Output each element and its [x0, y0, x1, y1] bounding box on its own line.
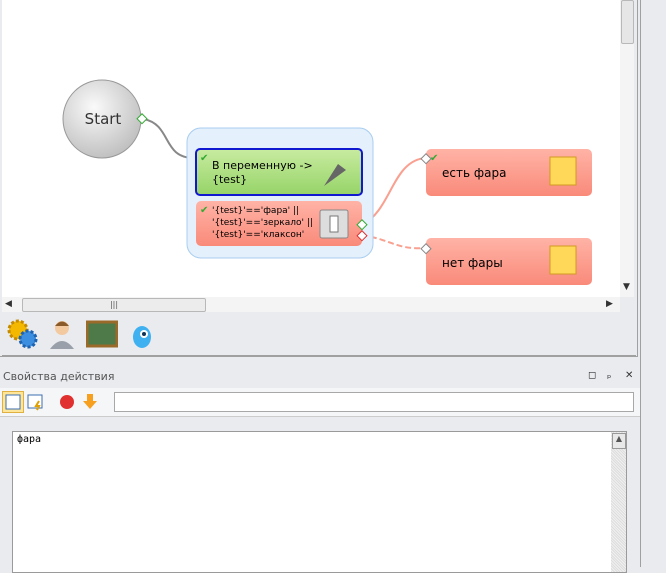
form-view-icon[interactable]: [27, 393, 45, 411]
horizontal-scrollbar[interactable]: ◀ ||| ▶: [2, 297, 620, 312]
scroll-left-button[interactable]: ◀: [5, 299, 12, 309]
stop-icon[interactable]: [59, 394, 75, 410]
note-icon: [549, 245, 577, 275]
scroll-down-button[interactable]: ▼: [623, 282, 630, 292]
user-icon[interactable]: [46, 317, 78, 349]
connector-start: [143, 118, 195, 159]
diagram-canvas[interactable]: ✔ ✔ ✔ Start В переменную -> {test} '{tes…: [2, 0, 620, 297]
no-node-label: нет фары: [442, 256, 503, 270]
condition-line: '{test}'=='фара' ||: [212, 206, 300, 216]
close-button[interactable]: ✕: [625, 370, 634, 381]
search-input[interactable]: [114, 392, 634, 412]
horizontal-scroll-thumb[interactable]: |||: [22, 298, 206, 312]
vertical-scroll-thumb[interactable]: [621, 0, 634, 44]
side-strip: [640, 0, 666, 567]
connector-no: [361, 234, 427, 250]
assign-line2: {test}: [212, 173, 248, 186]
svg-text:✔: ✔: [200, 153, 208, 164]
toolbox: [2, 313, 636, 356]
table-view-icon[interactable]: [2, 391, 24, 413]
condition-text: '{test}'=='фара' || '{test}'=='зеркало' …: [212, 205, 313, 241]
editor-scrollbar[interactable]: ▲: [611, 432, 626, 572]
pen-icon: [324, 164, 346, 186]
monster-icon[interactable]: [126, 317, 158, 349]
assign-node: [195, 148, 363, 196]
assign-line1: В переменную ->: [212, 159, 313, 172]
note-icon: [549, 156, 577, 186]
gears-icon[interactable]: [6, 317, 38, 349]
arrow-down-icon[interactable]: [82, 393, 98, 411]
condition-line: '{test}'=='зеркало' ||: [212, 218, 313, 228]
editor-text[interactable]: фара: [17, 434, 42, 445]
panel-title: Свойства действия: [3, 370, 115, 383]
yes-node-label: есть фара: [442, 166, 507, 180]
diagram-svg: ✔ ✔ ✔: [62, 79, 592, 285]
chalkboard-icon[interactable]: [86, 317, 118, 349]
editor-scroll-up[interactable]: ▲: [612, 433, 626, 449]
svg-text:✔: ✔: [430, 153, 438, 164]
vertical-scrollbar[interactable]: ▼: [620, 0, 634, 297]
pin-button[interactable]: ₚ: [607, 370, 612, 381]
svg-text:✔: ✔: [200, 205, 208, 216]
condition-line: '{test}'=='клаксон': [212, 230, 305, 240]
scroll-right-button[interactable]: ▶: [606, 299, 613, 309]
value-editor[interactable]: фара ▲: [12, 431, 627, 573]
restore-button[interactable]: ◻: [588, 370, 597, 381]
start-label: Start: [84, 110, 122, 128]
